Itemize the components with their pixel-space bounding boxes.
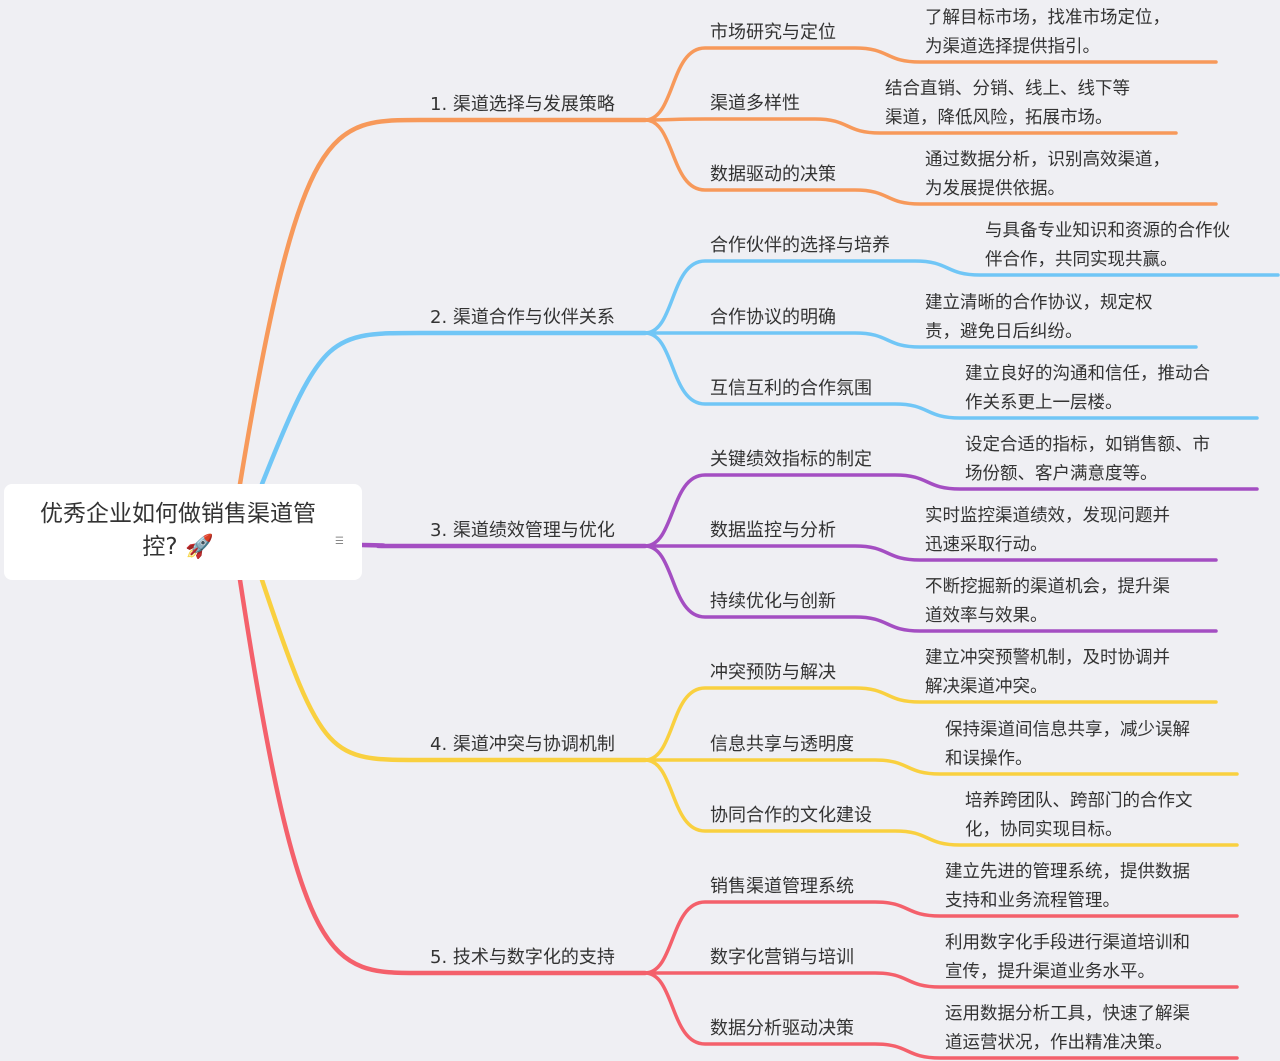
subtopic-connector	[643, 259, 1280, 335]
subtopic[interactable]: 合作伙伴的选择与培养	[710, 235, 890, 256]
detail-line: 设定合适的指标，如销售额、市	[965, 435, 1210, 455]
root-topic[interactable]: 优秀企业如何做销售渠道管控? 🚀 ☰	[4, 484, 362, 580]
subtopic-connector	[643, 971, 1239, 989]
detail-topic[interactable]: 建立清晰的合作协议，规定权责，避免日后纠纷。	[925, 289, 1153, 346]
subtopic-connector	[643, 331, 1198, 349]
subtopic-connector	[643, 758, 1239, 847]
detail-line: 建立良好的沟通和信任，推动合	[965, 364, 1210, 384]
detail-line: 为发展提供依据。	[925, 178, 1065, 199]
subtopic[interactable]: 冲突预防与解决	[710, 662, 836, 683]
detail-topic[interactable]: 通过数据分析，识别高效渠道， 为发展提供依据。	[925, 146, 1170, 203]
detail-line: 化，协同实现目标。	[965, 819, 1123, 840]
detail-line: 结合直销、分销、线上、线下等	[885, 79, 1130, 99]
detail-line: 不断挖掘新的渠道机会，提升渠	[925, 577, 1170, 597]
detail-topic[interactable]: 利用数字化手段进行渠道培训和宣传，提升渠道业务水平。	[945, 929, 1190, 986]
detail-topic[interactable]: 培养跨团队、跨部门的合作文化，协同实现目标。	[965, 787, 1193, 844]
subtopic-connector	[643, 117, 1178, 135]
subtopic[interactable]: 数据监控与分析	[710, 520, 836, 541]
detail-line: 建立冲突预警机制，及时协调并	[925, 648, 1170, 668]
detail-line: 支持和业务流程管理。	[945, 890, 1120, 911]
detail-line: 和误操作。	[945, 748, 1033, 769]
detail-topic[interactable]: 不断挖掘新的渠道机会，提升渠道效率与效果。	[925, 573, 1170, 630]
subtopic[interactable]: 数据分析驱动决策	[710, 1018, 854, 1039]
detail-line: 建立先进的管理系统，提供数据	[945, 862, 1190, 882]
branch-topic[interactable]: 4. 渠道冲突与协调机制	[430, 734, 615, 755]
detail-line: 运用数据分析工具，快速了解渠	[945, 1004, 1190, 1024]
detail-line: 宣传，提升渠道业务水平。	[945, 961, 1155, 982]
branch-topic[interactable]: 5. 技术与数字化的支持	[430, 947, 615, 968]
branch-connector	[237, 577, 648, 976]
subtopic[interactable]: 互信互利的合作氛围	[710, 378, 872, 399]
subtopic-connector	[643, 46, 1218, 122]
subtopic[interactable]: 合作协议的明确	[710, 307, 836, 328]
detail-line: 了解目标市场，找准市场定位，	[925, 8, 1170, 28]
subtopic-connector	[643, 971, 1239, 1060]
detail-topic[interactable]: 建立良好的沟通和信任，推动合作关系更上一层楼。	[965, 360, 1210, 417]
subtopic-connector	[643, 544, 1218, 562]
branch-connector	[259, 330, 648, 487]
detail-line: 为渠道选择提供指引。	[925, 36, 1100, 57]
detail-line: 培养跨团队、跨部门的合作文	[965, 791, 1193, 811]
detail-line: 实时监控渠道绩效，发现问题并	[925, 506, 1170, 526]
detail-line: 渠道，降低风险，拓展市场。	[885, 107, 1113, 128]
detail-topic[interactable]: 设定合适的指标，如销售额、市场份额、客户满意度等。	[965, 431, 1210, 488]
branch-topic[interactable]: 3. 渠道绩效管理与优化	[430, 520, 615, 541]
detail-line: 伴合作，共同实现共赢。	[985, 249, 1178, 270]
detail-line: 道运营状况，作出精准决策。	[945, 1032, 1173, 1053]
note-icon[interactable]: ☰	[335, 536, 344, 547]
detail-line: 解决渠道冲突。	[925, 676, 1048, 697]
subtopic[interactable]: 信息共享与透明度	[710, 734, 854, 755]
root-title: 优秀企业如何做销售渠道管控?	[40, 501, 316, 560]
detail-line: 作关系更上一层楼。	[965, 392, 1123, 413]
detail-topic[interactable]: 了解目标市场，找准市场定位， 为渠道选择提供指引。	[925, 4, 1170, 61]
subtopic[interactable]: 销售渠道管理系统	[710, 876, 854, 897]
detail-line: 建立清晰的合作协议，规定权	[925, 293, 1153, 313]
subtopic[interactable]: 协同合作的文化建设	[710, 805, 872, 826]
branch-topic[interactable]: 2. 渠道合作与伙伴关系	[430, 307, 615, 328]
detail-topic[interactable]: 保持渠道间信息共享，减少误解和误操作。	[945, 716, 1190, 773]
subtopic-connector	[643, 686, 1218, 762]
subtopic-connector	[643, 758, 1239, 776]
subtopic[interactable]: 市场研究与定位	[710, 22, 836, 43]
subtopic[interactable]: 数据驱动的决策	[710, 164, 836, 185]
branch-connector	[359, 542, 648, 549]
subtopic-connector	[643, 900, 1239, 975]
detail-line: 场份额、客户满意度等。	[965, 463, 1158, 484]
detail-topic[interactable]: 实时监控渠道绩效，发现问题并迅速采取行动。	[925, 502, 1170, 559]
detail-line: 道效率与效果。	[925, 605, 1048, 626]
subtopic[interactable]: 持续优化与创新	[710, 591, 836, 612]
detail-line: 与具备专业知识和资源的合作伙	[985, 221, 1230, 241]
subtopic-connector	[643, 473, 1259, 548]
subtopic-connector	[643, 331, 1259, 420]
detail-line: 责，避免日后纠纷。	[925, 321, 1083, 342]
detail-topic[interactable]: 结合直销、分销、线上、线下等渠道，降低风险，拓展市场。	[885, 75, 1130, 132]
detail-topic[interactable]: 建立冲突预警机制，及时协调并解决渠道冲突。	[925, 644, 1170, 701]
subtopic-connector	[643, 118, 1218, 206]
branch-connector	[259, 577, 648, 763]
detail-line: 利用数字化手段进行渠道培训和	[945, 933, 1190, 953]
detail-line: 通过数据分析，识别高效渠道，	[925, 150, 1170, 170]
rocket-icon: 🚀	[184, 534, 214, 560]
detail-topic[interactable]: 建立先进的管理系统，提供数据支持和业务流程管理。	[945, 858, 1190, 915]
subtopic[interactable]: 渠道多样性	[710, 93, 800, 114]
branch-connector	[237, 117, 648, 487]
branch-topic[interactable]: 1. 渠道选择与发展策略	[430, 94, 615, 115]
subtopic[interactable]: 数字化营销与培训	[710, 947, 854, 968]
subtopic-connector	[643, 544, 1218, 633]
detail-topic[interactable]: 与具备专业知识和资源的合作伙伴合作，共同实现共赢。	[985, 217, 1230, 274]
detail-topic[interactable]: 运用数据分析工具，快速了解渠道运营状况，作出精准决策。	[945, 1000, 1190, 1057]
subtopic[interactable]: 关键绩效指标的制定	[710, 449, 872, 470]
detail-line: 迅速采取行动。	[925, 534, 1048, 555]
detail-line: 保持渠道间信息共享，减少误解	[945, 720, 1190, 740]
